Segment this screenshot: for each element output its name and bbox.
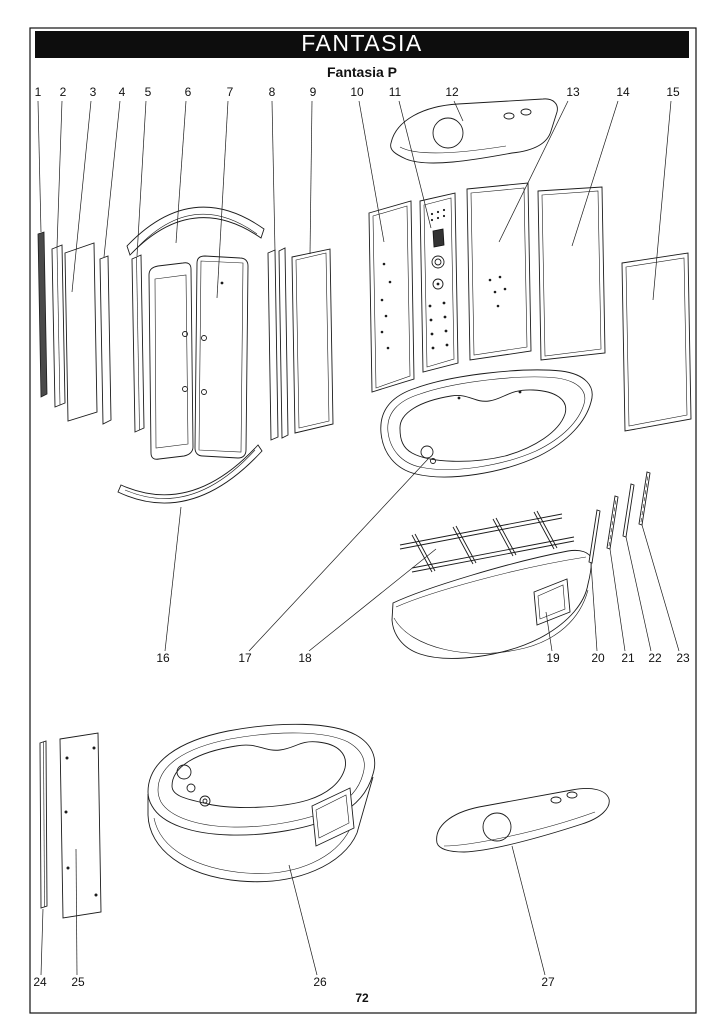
leader-line-21 [609, 548, 626, 652]
part-number-27: 27 [541, 975, 555, 989]
side-fixing-panel [59, 732, 102, 919]
bottom-curved-rail [117, 444, 263, 504]
part-number-11: 11 [389, 85, 402, 99]
trim-strip-a [588, 509, 601, 564]
page-number: 72 [355, 991, 369, 1005]
trim-strip-c [622, 483, 635, 538]
part-number-9: 9 [310, 85, 317, 99]
part-number-24: 24 [33, 975, 47, 989]
leader-line-19 [545, 611, 553, 652]
part-number-14: 14 [616, 85, 630, 99]
part-number-13: 13 [566, 85, 580, 99]
leader-line-14 [571, 100, 619, 247]
part-number-22: 22 [648, 651, 662, 665]
leader-line-10 [358, 100, 385, 243]
control-column-panel [419, 192, 459, 373]
part-number-12: 12 [445, 85, 459, 99]
trim-strip-d [638, 471, 651, 526]
back-panel-jets [368, 200, 415, 393]
part-number-26: 26 [313, 975, 327, 989]
part-number-20: 20 [591, 651, 605, 665]
part-number-25: 25 [71, 975, 85, 989]
leader-line-3 [71, 100, 92, 293]
part-number-6: 6 [185, 85, 192, 99]
part-number-15: 15 [666, 85, 680, 99]
bathtub-perspective-view [147, 723, 376, 883]
title-bar [35, 31, 689, 58]
leader-line-22 [625, 536, 652, 652]
leader-line-4 [103, 100, 121, 258]
leader-line-13 [498, 100, 569, 243]
back-panel-center [466, 182, 532, 361]
leader-line-17 [248, 458, 429, 652]
page-border [29, 27, 697, 1014]
top-curved-rail [126, 206, 265, 256]
part-number-19: 19 [546, 651, 560, 665]
part-profile-strip-a [99, 255, 112, 425]
shelf-canopy-bottom [436, 788, 610, 853]
part-number-1: 1 [35, 85, 42, 99]
door-panel-left [148, 262, 194, 460]
leader-line-1 [37, 100, 42, 233]
part-number-7: 7 [227, 85, 234, 99]
part-wall-seal-strip [37, 231, 48, 398]
leader-line-24 [40, 908, 44, 976]
part-number-5: 5 [145, 85, 152, 99]
part-number-16: 16 [156, 651, 170, 665]
leader-line-7 [216, 100, 229, 299]
part-frame-strip-left [131, 254, 145, 433]
part-side-glass-panel-left [64, 242, 98, 422]
leader-line-25 [75, 848, 78, 976]
leader-line-16 [164, 506, 182, 652]
part-number-10: 10 [350, 85, 364, 99]
leader-line-18 [308, 548, 437, 652]
leader-line-27 [511, 845, 546, 976]
leader-line-12 [453, 100, 464, 122]
leader-line-8 [271, 100, 276, 252]
leader-line-20 [590, 562, 598, 652]
part-number-21: 21 [621, 651, 635, 665]
support-frame-rack [399, 510, 575, 573]
roof-canopy [390, 98, 558, 164]
leader-line-11 [398, 100, 432, 229]
leader-line-2 [56, 100, 63, 248]
part-glass-strip-a [51, 244, 66, 408]
leader-line-26 [288, 864, 318, 976]
title-block: FANTASIA Fantasia P [35, 30, 689, 80]
part-number-18: 18 [298, 651, 312, 665]
part-side-glass-panel-right [291, 248, 334, 434]
leader-line-5 [136, 100, 147, 257]
door-panel-right [194, 255, 249, 459]
bathtub-shell-top-view [380, 369, 593, 478]
wall-seal-strip-bottom [39, 740, 48, 909]
part-number-3: 3 [90, 85, 97, 99]
leader-line-6 [175, 100, 187, 244]
part-number-4: 4 [119, 85, 126, 99]
trim-strip-b [606, 495, 619, 550]
part-number-23: 23 [676, 651, 690, 665]
part-number-8: 8 [269, 85, 276, 99]
part-profile-strip-b [267, 247, 289, 441]
brand-title: FANTASIA [301, 30, 423, 56]
front-apron-panel [391, 549, 592, 659]
part-number-2: 2 [60, 85, 67, 99]
leader-line-9 [309, 100, 313, 255]
back-panel-plain [537, 186, 606, 361]
part-number-17: 17 [238, 651, 252, 665]
exploded-view-drawings [37, 98, 692, 919]
side-panel-far-right [621, 252, 692, 432]
leader-line-15 [652, 100, 672, 301]
model-subtitle: Fantasia P [327, 64, 397, 80]
leader-line-23 [641, 524, 680, 652]
control-display [432, 228, 445, 248]
